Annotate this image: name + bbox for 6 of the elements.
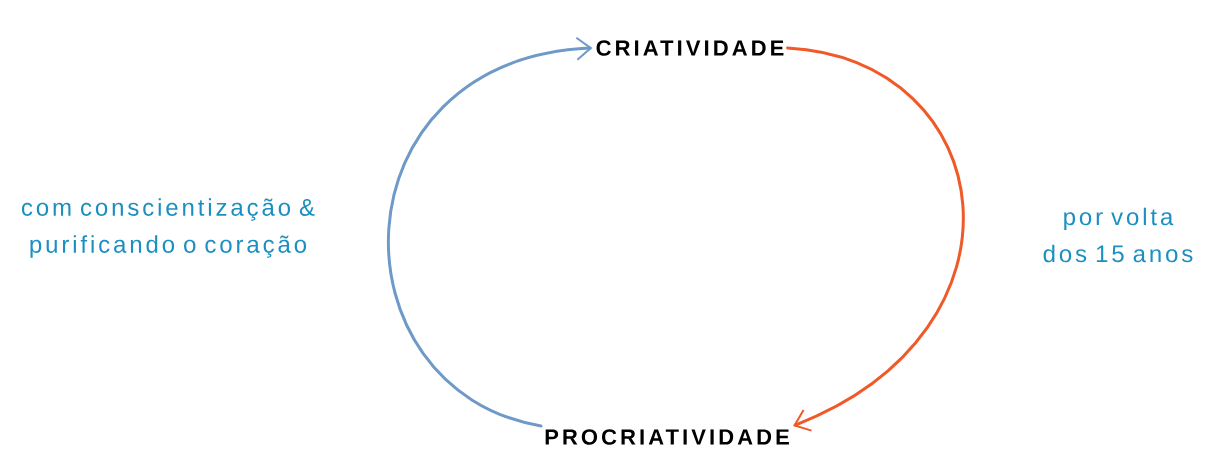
curved-arrow bbox=[387, 36, 593, 428]
title-text: PROCRIATIVIDADE bbox=[545, 429, 789, 445]
curved-arrow bbox=[786, 46, 965, 432]
title-text: CRIATIVIDADE bbox=[596, 40, 784, 56]
edge-label: por volta dos 15 anos bbox=[1043, 207, 1193, 263]
edge-label: com conscientização & purificando o coração bbox=[21, 198, 315, 258]
